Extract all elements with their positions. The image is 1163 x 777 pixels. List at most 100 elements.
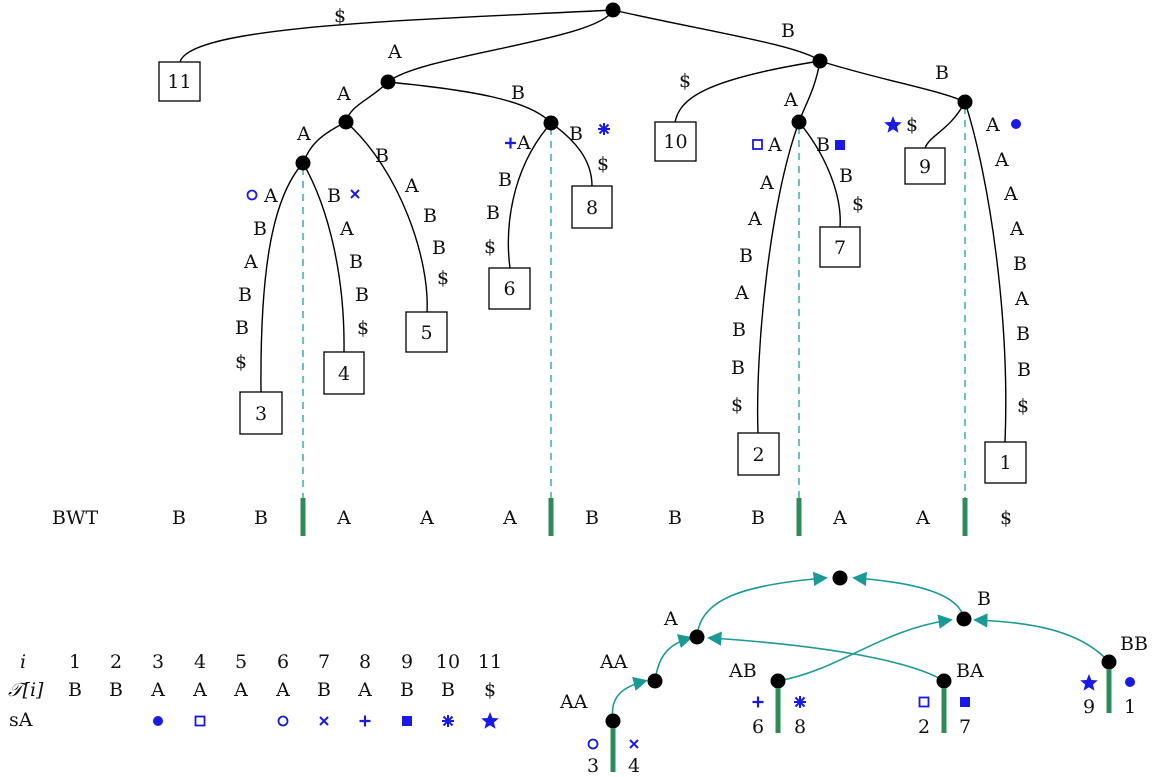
edge-label: A	[296, 123, 311, 145]
chain-label: A	[759, 172, 774, 194]
index-cell: 9	[401, 651, 413, 673]
text-cell: A	[357, 679, 372, 701]
edge-label: A	[985, 114, 1000, 136]
asterisk-marker-icon	[598, 123, 610, 135]
bottom-leaf-number: 4	[628, 755, 640, 777]
node-label-aa-lower: AA	[559, 691, 588, 713]
index-cell: 10	[436, 651, 460, 673]
node-label-aa: AA	[599, 651, 628, 673]
plus-marker-icon	[505, 137, 516, 149]
text-cell: A	[275, 679, 290, 701]
bottom-leaf-number: 3	[587, 755, 599, 777]
text-cell: B	[68, 679, 82, 701]
edge-label: B	[511, 82, 525, 104]
node-label-a: A	[663, 608, 678, 630]
leaf-6: 6	[503, 278, 515, 300]
chain-label: B	[739, 245, 753, 267]
dot-marker-icon	[1125, 677, 1135, 687]
edge-label: B	[327, 185, 341, 207]
edge-label: A	[783, 89, 798, 111]
node-label-bb: BB	[1120, 633, 1148, 655]
circle-marker-icon	[246, 189, 258, 201]
edge-label: A	[336, 83, 351, 105]
node-label-b: B	[977, 588, 991, 610]
bwt-char: A	[915, 507, 930, 529]
index-cell: 4	[194, 651, 206, 673]
node-label-ab: AB	[728, 660, 757, 682]
bwt-char: A	[336, 507, 351, 529]
node-label-ba: BA	[956, 660, 984, 682]
chain-label: A	[747, 208, 762, 230]
bottom-tree: A B AA AA AB BA BB 3 4 6 8 2 7 9 1	[559, 570, 1148, 777]
edge-label: B	[375, 145, 389, 167]
filled-square-marker-icon	[835, 140, 845, 150]
chain-label: B	[731, 357, 745, 379]
x-marker-icon	[319, 716, 329, 726]
chain-label: A	[994, 149, 1009, 171]
edge-label: $	[906, 114, 918, 136]
star-marker-icon	[481, 712, 499, 729]
row-header-text: 𝒯[i]	[8, 679, 44, 701]
bwt-char: B	[172, 507, 186, 529]
square-marker-icon	[752, 139, 763, 150]
bottom-leaf-number: 7	[959, 716, 971, 738]
bottom-leaf-number: 1	[1124, 696, 1136, 718]
bwt-separators-dashed	[302, 107, 966, 500]
bwt-char: B	[585, 507, 599, 529]
edge-label: A	[516, 132, 531, 154]
bottom-leaf-number: 9	[1083, 696, 1095, 718]
bwt-row: BWT B B A A A B B B A A $	[52, 498, 1012, 536]
edge-label: B	[935, 62, 949, 84]
dot-marker-icon	[1011, 119, 1021, 129]
bottom-leaf-number: 6	[752, 716, 764, 738]
bwt-char: A	[419, 507, 434, 529]
index-cell: 3	[152, 651, 164, 673]
chain-label: $	[484, 236, 496, 258]
square-marker-icon	[918, 696, 930, 708]
chain-label: B	[349, 251, 363, 273]
index-cell: 11	[478, 651, 502, 673]
chain-label: $	[597, 153, 609, 175]
index-cell: 8	[359, 651, 371, 673]
text-cell: B	[441, 679, 455, 701]
chain-label: B	[355, 284, 369, 306]
bwt-label: BWT	[52, 507, 98, 529]
leaf-10: 10	[663, 131, 687, 153]
chain-label: B	[1016, 323, 1030, 345]
plus-marker-icon	[359, 715, 371, 727]
asterisk-marker-icon	[442, 715, 454, 727]
leaf-8: 8	[586, 197, 598, 219]
index-cell: 6	[277, 651, 289, 673]
chain-label: A	[243, 251, 258, 273]
chain-label: B	[1017, 359, 1031, 381]
row-header-sa: sA	[9, 709, 33, 731]
bwt-char: A	[832, 507, 847, 529]
chain-label: B	[423, 205, 437, 227]
chain-label: $	[357, 317, 369, 339]
chain-label: A	[1014, 288, 1029, 310]
asterisk-marker-icon	[794, 696, 806, 708]
star-marker-icon	[1080, 674, 1098, 691]
chain-label: B	[432, 237, 446, 259]
bwt-char: B	[751, 507, 765, 529]
index-cell: 1	[69, 651, 81, 673]
plus-marker-icon	[752, 696, 764, 708]
edge-label: B	[569, 123, 583, 145]
leaf-2: 2	[752, 444, 764, 466]
x-marker-icon	[350, 189, 360, 199]
chain-label: A	[734, 282, 749, 304]
chain-label: $	[437, 267, 449, 289]
chain-label: B	[498, 169, 512, 191]
edge-label: $	[334, 5, 346, 27]
circle-marker-icon	[277, 715, 289, 727]
index-cell: 2	[110, 651, 122, 673]
leaf-1: 1	[999, 452, 1011, 474]
chain-label: A	[404, 175, 419, 197]
dot-marker-icon	[153, 716, 163, 726]
chain-label: $	[1017, 395, 1029, 417]
text-cell: B	[317, 679, 331, 701]
edge-label: B	[781, 20, 795, 42]
chain-label: B	[486, 202, 500, 224]
chain-label: B	[839, 165, 853, 187]
row-header-i: i	[20, 651, 26, 673]
